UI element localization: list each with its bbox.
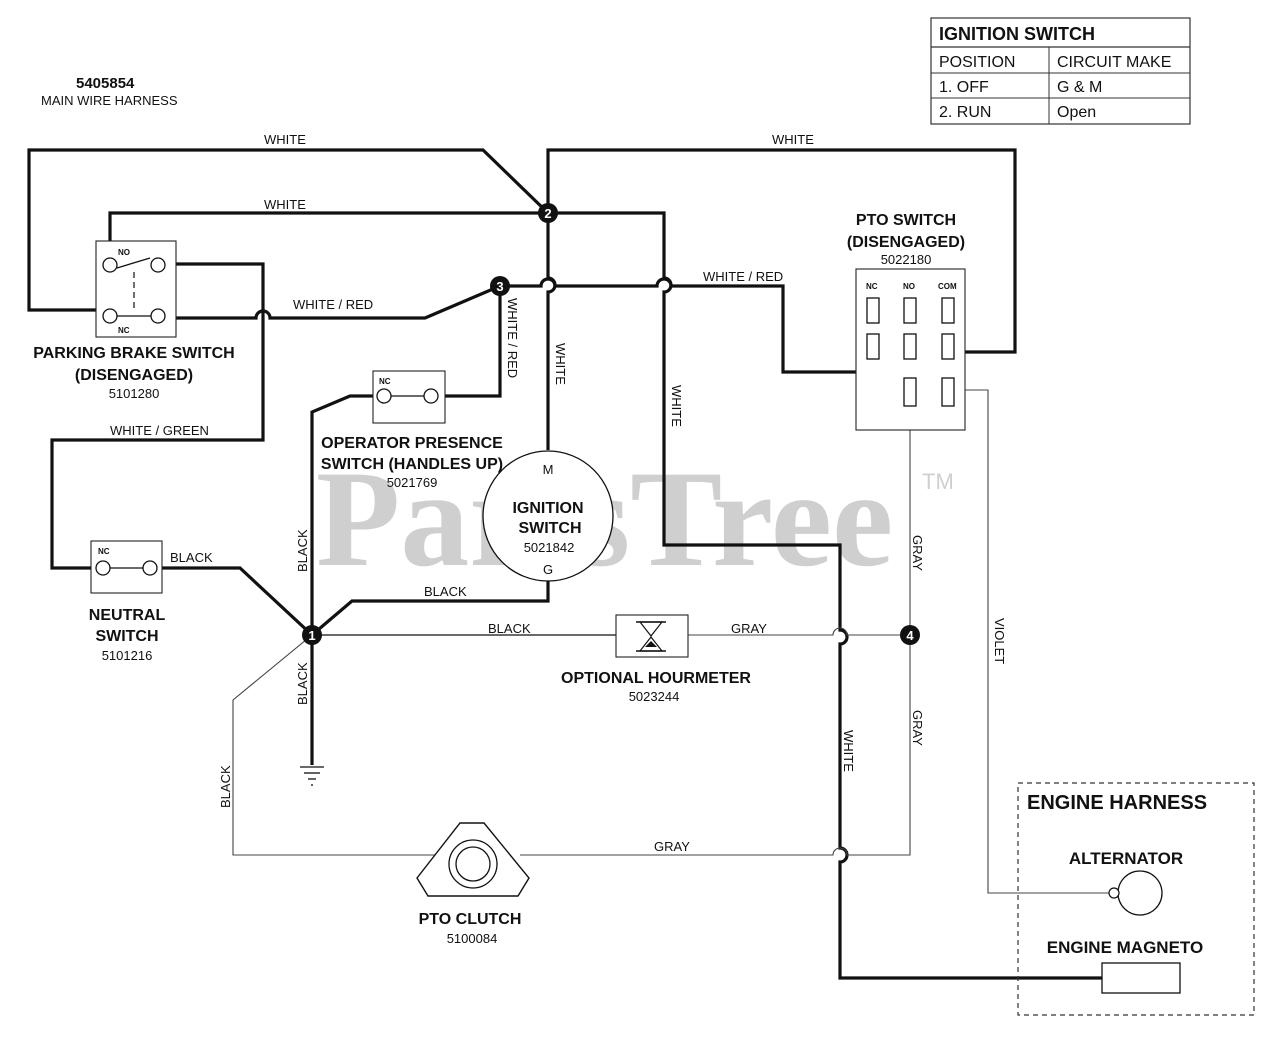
node-3: 3: [490, 276, 510, 296]
wire-label-white: WHITE: [669, 385, 684, 427]
wire-label-white-red: WHITE / RED: [505, 298, 520, 378]
alternator-symbol: [1117, 870, 1163, 916]
parking-brake-state: (DISENGAGED): [75, 367, 193, 384]
wire-label-black: BLACK: [295, 662, 310, 705]
wire-label-white-red: WHITE / RED: [293, 297, 373, 312]
ground-symbol: [300, 766, 324, 786]
wire-label-white: WHITE: [772, 132, 814, 147]
parking-brake-switch: NO NC: [95, 240, 177, 338]
pto-switch-title: PTO SWITCH: [856, 212, 956, 229]
svg-text:4: 4: [906, 628, 914, 643]
ignition-part: 5021842: [524, 540, 575, 555]
wire-label-white-red: WHITE / RED: [703, 269, 783, 284]
pto-no-label: NO: [903, 282, 915, 291]
wire-label-white-green: WHITE / GREEN: [110, 423, 209, 438]
harness-part-number: 5405854: [76, 75, 135, 92]
node-1: 1: [302, 625, 322, 645]
ignition-m-label: M: [543, 462, 554, 477]
wire-label-black: BLACK: [170, 550, 213, 565]
svg-text:2: 2: [544, 206, 551, 221]
wire-label-gray: GRAY: [910, 710, 925, 746]
op-presence-part: 5021769: [387, 475, 438, 490]
engine-harness-title: ENGINE HARNESS: [1027, 792, 1207, 814]
wire-label-black: BLACK: [488, 621, 531, 636]
magneto-label: ENGINE MAGNETO: [1047, 938, 1203, 957]
table-cell: 2. RUN: [939, 104, 991, 121]
hourmeter: [615, 614, 689, 658]
harness-subtitle: MAIN WIRE HARNESS: [41, 93, 178, 108]
neutral-switch: NC: [90, 540, 163, 594]
parking-brake-nc-label: NC: [118, 326, 130, 335]
svg-text:1: 1: [308, 628, 315, 643]
watermark-tm: TM: [922, 469, 954, 494]
svg-text:3: 3: [496, 279, 503, 294]
operator-presence-switch: NC: [372, 370, 446, 424]
pto-switch-part: 5022180: [881, 252, 932, 267]
wire-label-black: BLACK: [218, 765, 233, 808]
pto-com-label: COM: [938, 282, 957, 291]
neutral-nc-label: NC: [98, 547, 110, 556]
pto-clutch-title: PTO CLUTCH: [419, 911, 522, 928]
wire-label-white: WHITE: [264, 197, 306, 212]
wire-label-black: BLACK: [424, 584, 467, 599]
op-presence-nc-label: NC: [379, 377, 391, 386]
pto-switch: NC NO COM: [855, 268, 966, 431]
op-presence-subtitle: SWITCH (HANDLES UP): [321, 456, 503, 473]
engine-harness: ENGINE HARNESS ALTERNATOR ENGINE MAGNETO: [1017, 782, 1255, 1016]
table-cell: Open: [1057, 104, 1096, 121]
wire-label-white: WHITE: [841, 730, 856, 772]
neutral-title: NEUTRAL: [89, 607, 166, 624]
table-title: IGNITION SWITCH: [939, 24, 1095, 44]
parking-brake-no-label: NO: [118, 248, 130, 257]
op-presence-title: OPERATOR PRESENCE: [321, 435, 503, 452]
ignition-g-label: G: [543, 562, 553, 577]
pto-switch-state: (DISENGAGED): [847, 234, 965, 251]
magneto-symbol: [1101, 962, 1181, 994]
pto-clutch-part: 5100084: [447, 931, 498, 946]
ignition-position-table: IGNITION SWITCH POSITION CIRCUIT MAKE 1.…: [930, 17, 1191, 125]
neutral-subtitle: SWITCH: [95, 628, 158, 645]
table-header-position: POSITION: [939, 54, 1015, 71]
pto-clutch: [416, 822, 530, 897]
node-2: 2: [538, 203, 558, 223]
table-cell: G & M: [1057, 79, 1102, 96]
wire-label-black: BLACK: [295, 529, 310, 572]
parking-brake-title: PARKING BRAKE SWITCH: [33, 345, 234, 362]
alternator-label: ALTERNATOR: [1069, 849, 1183, 868]
wire-label-white: WHITE: [264, 132, 306, 147]
pto-nc-label: NC: [866, 282, 878, 291]
wire-label-gray: GRAY: [910, 535, 925, 571]
wire-label-white: WHITE: [553, 343, 568, 385]
node-4: 4: [900, 625, 920, 645]
table-header-circuit: CIRCUIT MAKE: [1057, 54, 1171, 71]
wire-label-violet: VIOLET: [992, 618, 1007, 664]
hourmeter-part: 5023244: [629, 689, 680, 704]
table-cell: 1. OFF: [939, 79, 989, 96]
ignition-subtitle: SWITCH: [518, 520, 581, 537]
neutral-part: 5101216: [102, 648, 153, 663]
ignition-switch: M IGNITION SWITCH 5021842 G: [482, 450, 614, 582]
wire-label-gray: GRAY: [731, 621, 767, 636]
hourmeter-title: OPTIONAL HOURMETER: [561, 670, 751, 687]
ignition-title: IGNITION: [512, 500, 583, 517]
wire-label-gray: GRAY: [654, 839, 690, 854]
parking-brake-part: 5101280: [109, 386, 160, 401]
